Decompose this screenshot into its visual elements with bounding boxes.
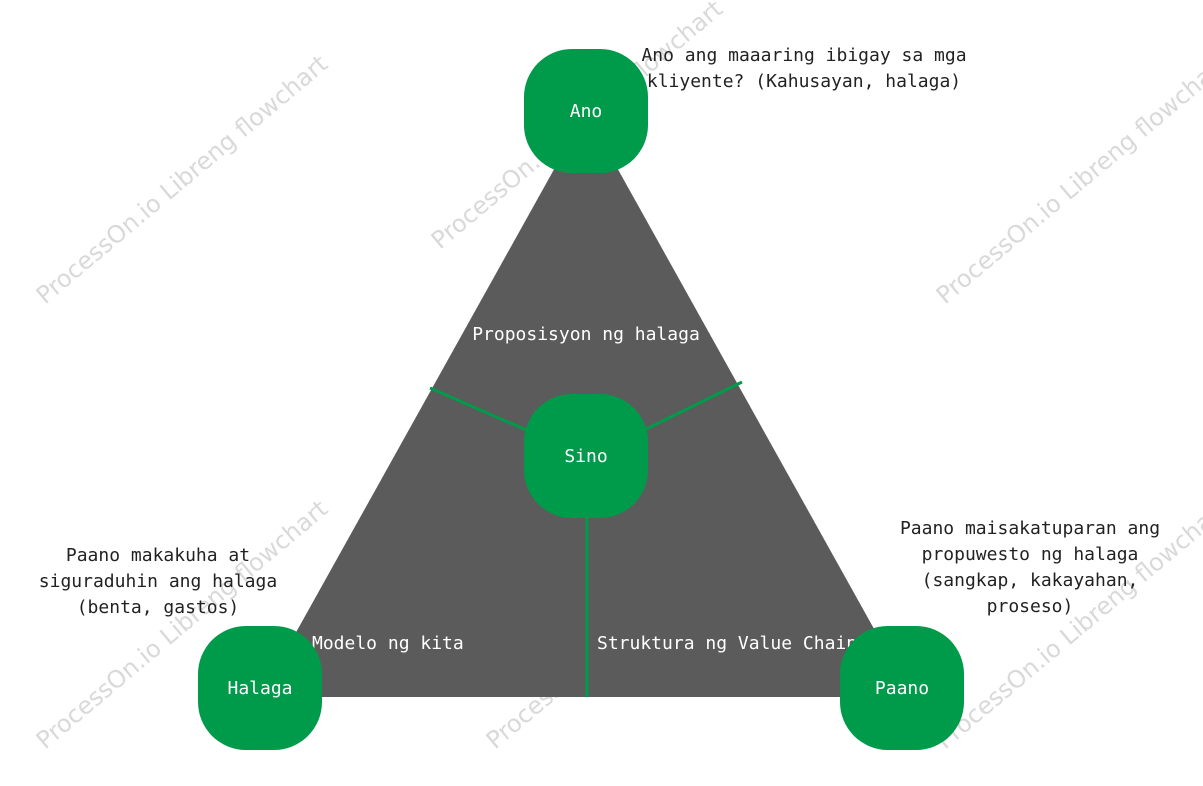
- section-label-left: Modelo ng kita: [312, 633, 464, 654]
- note-right-line-2: propuwesto ng halaga: [922, 544, 1139, 565]
- node-left-label: Halaga: [227, 678, 292, 699]
- note-top-line-1: Ano ang maaaring ibigay sa mga: [641, 45, 966, 66]
- node-left[interactable]: Halaga: [198, 626, 322, 750]
- divider-right: [631, 380, 743, 438]
- note-right-line-3: (sangkap, kakayahan,: [922, 570, 1139, 591]
- node-left-shape: [198, 626, 322, 750]
- node-center-shape: [524, 394, 648, 518]
- note-left-line-2: siguraduhin ang halaga: [39, 571, 277, 592]
- note-right-line-1: Paano maisakatuparan ang: [900, 518, 1160, 539]
- watermark-1: ProcessOn.io Libreng flowchart: [31, 50, 333, 310]
- node-right-shape: [840, 626, 964, 750]
- section-label-right: Struktura ng Value Chain: [597, 633, 857, 654]
- section-label-top: Proposisyon ng halaga: [472, 324, 700, 345]
- node-center[interactable]: Sino: [524, 394, 648, 518]
- note-top-line-2: kliyente? (Kahusayan, halaga): [647, 71, 961, 92]
- watermark-3: ProcessOn.io Libreng flowchart: [931, 50, 1203, 310]
- node-right-label: Paano: [875, 678, 929, 699]
- divider-left: [429, 386, 541, 438]
- note-right-line-4: proseso): [987, 596, 1074, 617]
- divider-lines: [429, 380, 743, 697]
- node-top-label: Ano: [570, 101, 603, 122]
- node-top[interactable]: Ano: [524, 49, 648, 173]
- node-right[interactable]: Paano: [840, 626, 964, 750]
- note-left-line-3: (benta, gastos): [77, 597, 240, 618]
- node-top-shape: [524, 49, 648, 173]
- note-left-line-1: Paano makakuha at: [66, 545, 250, 566]
- node-center-label: Sino: [564, 446, 607, 467]
